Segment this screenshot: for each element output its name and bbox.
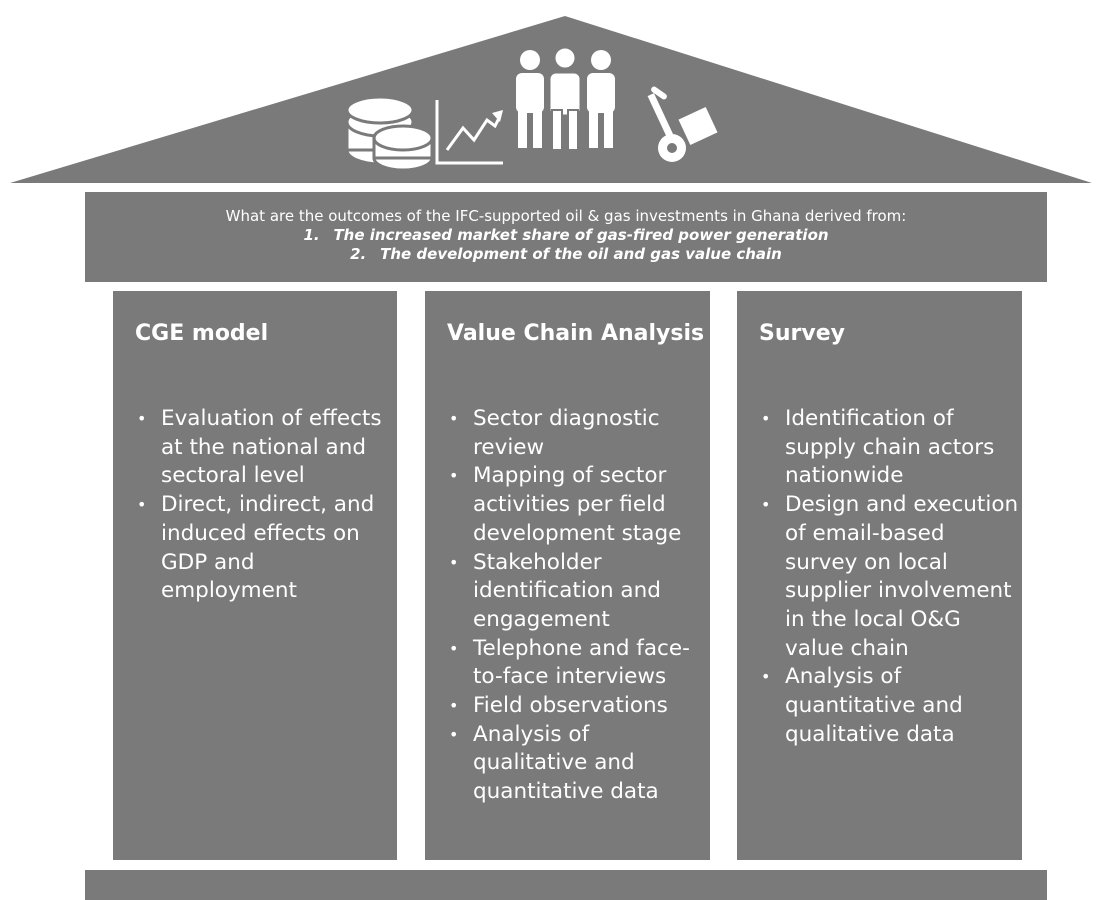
bullet-icon: •	[449, 724, 459, 744]
pillar-cge-model: CGE model • Evaluation of effects at the …	[113, 291, 397, 860]
bullet-text: Mapping of sector activities per field d…	[473, 463, 682, 546]
bullet-icon: •	[137, 495, 147, 515]
bullet-icon: •	[449, 409, 459, 428]
pillar-survey: Survey • Identification of supply chain a…	[737, 291, 1022, 860]
pillar-title: Value Chain Analysis	[447, 321, 705, 346]
question-item-text: The development of the oil and gas value…	[380, 245, 782, 263]
bullet-item: • Mapping of sector activities per field …	[447, 462, 710, 548]
question-item-number: 2.	[350, 245, 367, 263]
bullet-item: • Evaluation of effects at the national a…	[135, 405, 397, 491]
bullet-item: • Analysis of qualitative and quantitativ…	[447, 721, 710, 807]
bullet-icon: •	[449, 638, 459, 658]
bullet-item: • Identification of supply chain actors n…	[759, 405, 1022, 491]
bullet-text: Analysis of quantitative and qualitative…	[785, 664, 963, 747]
growth-chart-icon	[435, 100, 503, 165]
foundation-base	[85, 870, 1047, 900]
pillar-value-chain-analysis: Value Chain Analysis • Sector diagnostic …	[425, 291, 710, 860]
bullet-text: Identification of supply chain actors na…	[785, 406, 995, 489]
coins-icon	[345, 95, 434, 172]
question-item-text: The increased market share of gas-fired …	[333, 226, 829, 244]
bullet-item: • Sector diagnostic review	[447, 405, 710, 462]
bullet-text: Telephone and face-to-face interviews	[473, 635, 690, 690]
pillar-bullet-list: • Sector diagnostic review • Mapping of se…	[447, 405, 710, 807]
pillar-bullet-list: • Identification of supply chain actors n…	[759, 405, 1022, 749]
bullet-item: • Telephone and face-to-face interviews	[447, 635, 710, 692]
pillar-title: Survey	[759, 321, 845, 346]
question-item-number: 1.	[303, 226, 320, 244]
bullet-icon: •	[761, 667, 771, 687]
bullet-icon: •	[449, 466, 459, 486]
bullet-item: • Field observations	[447, 692, 710, 721]
hand-truck-icon	[647, 86, 718, 162]
question-item-1: 1. The increased market share of gas-fire…	[85, 226, 1047, 245]
bullet-icon: •	[761, 409, 771, 428]
bullet-text: Analysis of qualitative and quantitative…	[473, 721, 659, 805]
bullet-item: • Stakeholder identification and engageme…	[447, 549, 710, 635]
research-question: What are the outcomes of the IFC-support…	[225, 207, 907, 225]
bullet-text: Sector diagnostic review	[473, 406, 660, 460]
question-item-2: 2. The development of the oil and gas val…	[85, 245, 1047, 264]
bullet-icon: •	[137, 409, 147, 428]
research-question-banner: What are the outcomes of the IFC-support…	[85, 192, 1047, 282]
bullet-text: Design and execution of email-based surv…	[785, 492, 1019, 661]
bullet-text: Field observations	[473, 693, 668, 719]
roof	[10, 16, 1092, 183]
bullet-item: • Analysis of quantitative and qualitativ…	[759, 663, 1022, 749]
people-group-icon	[516, 45, 615, 151]
bullet-icon: •	[449, 696, 459, 716]
bullet-text: Direct, indirect, and induced effects on…	[161, 492, 375, 604]
bullet-item: • Design and execution of email-based sur…	[759, 491, 1022, 663]
bullet-item: • Direct, indirect, and induced effects o…	[135, 491, 397, 606]
pillar-title: CGE model	[135, 321, 269, 346]
bullet-icon: •	[449, 552, 459, 572]
bullet-text: Evaluation of effects at the national an…	[161, 406, 382, 489]
bullet-icon: •	[761, 495, 771, 515]
pillar-bullet-list: • Evaluation of effects at the national a…	[135, 405, 397, 606]
bullet-text: Stakeholder identification and engagemen…	[473, 549, 661, 632]
